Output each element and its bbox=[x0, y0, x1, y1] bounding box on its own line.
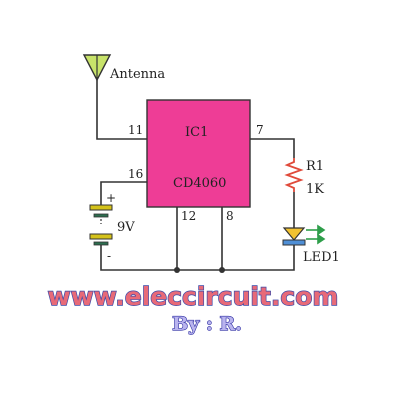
ic-body bbox=[146, 99, 251, 208]
battery-icon bbox=[89, 204, 113, 246]
resistor-name: R1 bbox=[306, 159, 324, 174]
ic-part: CD4060 bbox=[173, 176, 226, 191]
resistor-value: 1K bbox=[306, 182, 324, 197]
led-icon bbox=[282, 227, 306, 246]
resistor-icon bbox=[284, 158, 304, 192]
pin-8-label: 8 bbox=[226, 209, 234, 223]
author-byline: By : R. bbox=[172, 313, 242, 335]
junction-dot bbox=[174, 267, 180, 273]
ic-name: IC1 bbox=[185, 125, 208, 140]
antenna-label: Antenna bbox=[109, 67, 165, 82]
website-watermark: www.eleccircuit.com bbox=[48, 282, 339, 311]
battery-plus: + bbox=[106, 191, 116, 205]
pin-11-label: 11 bbox=[128, 123, 143, 137]
battery-minus: - bbox=[107, 249, 111, 263]
pin-12-label: 12 bbox=[181, 209, 196, 223]
pin-16-label: 16 bbox=[128, 167, 143, 181]
pin-7-label: 7 bbox=[256, 123, 264, 137]
antenna-icon bbox=[82, 54, 112, 82]
led-name: LED1 bbox=[303, 250, 340, 265]
light-arrows-icon bbox=[306, 224, 326, 245]
battery-voltage: 9V bbox=[117, 220, 135, 235]
wires bbox=[96, 80, 295, 271]
junction-dot bbox=[219, 267, 225, 273]
